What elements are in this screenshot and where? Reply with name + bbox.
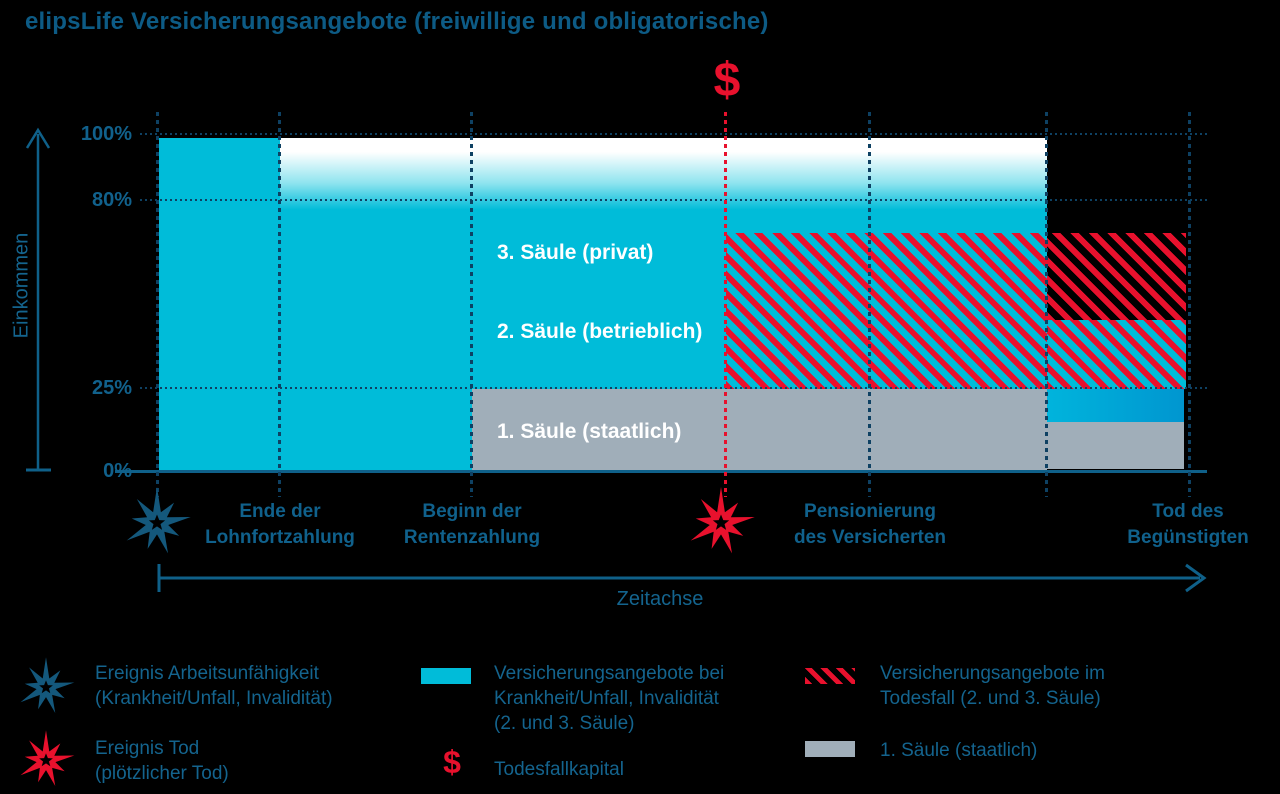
event-label-pension-start: Beginn der Rentenzahlung	[403, 501, 541, 548]
legend-death-capital: Todesfallkapital	[494, 759, 624, 780]
area-cyan-first-segment	[159, 138, 280, 471]
legend-disability-star-icon	[20, 657, 75, 714]
event-label-end-of-pay: Ende der Lohnfortzahlung	[205, 501, 355, 548]
legend-offer-sickness: Versicherungsangebote bei Krankheit/Unfa…	[494, 663, 725, 734]
label-pillar1: 1. Säule (staatlich)	[497, 420, 682, 443]
gridline-25pct	[140, 387, 1207, 389]
area-death-offer-hatch	[726, 233, 1047, 389]
area-death-offer-hatch-on-cyan-last	[1047, 320, 1186, 389]
tick-label-80: 80%	[91, 189, 132, 211]
label-pillar3: 3. Säule (privat)	[497, 241, 654, 264]
timeline-arrow	[157, 563, 1207, 593]
dollar-icon: $	[713, 54, 741, 107]
legend-event-disability: Ereignis Arbeitsunfähigkeit (Krankheit/U…	[95, 663, 333, 709]
y-axis-arrow	[25, 127, 51, 472]
page-title: elipsLife Versicherungsangebote (freiwil…	[25, 8, 769, 35]
death-star-icon	[690, 486, 755, 554]
tick-label-0: 0%	[103, 460, 132, 482]
legend-pillar1: 1. Säule (staatlich)	[880, 740, 1038, 761]
event-line-beneficiary-death	[1188, 112, 1191, 497]
gridline-80pct	[140, 199, 1207, 201]
tick-label-100: 100%	[80, 123, 132, 145]
event-line-death	[724, 112, 727, 497]
legend-offer-death: Versicherungsangebote im Todesfall (2. u…	[880, 663, 1105, 709]
area-death-offer-hatch-after	[1047, 233, 1186, 320]
disability-star-icon	[126, 486, 191, 554]
legend-dollar-icon: $	[443, 744, 461, 780]
event-line-disability	[156, 112, 159, 497]
event-line-end-of-pay	[278, 112, 281, 497]
y-axis-label: Einkommen	[10, 232, 33, 339]
event-line-unlabeled	[1045, 112, 1048, 497]
legend-cyan-swatch	[421, 668, 471, 684]
legend-gray-swatch	[805, 741, 855, 757]
event-line-retirement	[868, 112, 871, 497]
area-pillar1-gray-reduced	[1047, 422, 1184, 469]
gridline-100pct	[140, 133, 1207, 135]
event-label-retirement: Pensionierung des Versicherten	[793, 501, 947, 548]
x-axis-baseline	[115, 470, 1207, 473]
area-pillar1-gray	[472, 389, 1047, 471]
tick-label-25: 25%	[91, 377, 132, 399]
legend-hatch-swatch	[805, 668, 855, 684]
legend-event-death: Ereignis Tod (plötzlicher Tod)	[95, 738, 229, 784]
area-blue-bar-last	[1047, 389, 1184, 422]
event-line-pension-start	[470, 112, 473, 497]
event-label-beneficiary-death: Tod des Begünstigten	[1127, 501, 1249, 548]
x-axis-label: Zeitachse	[616, 588, 704, 610]
legend-death-star-icon	[20, 730, 75, 787]
label-pillar2: 2. Säule (betrieblich)	[497, 320, 703, 343]
